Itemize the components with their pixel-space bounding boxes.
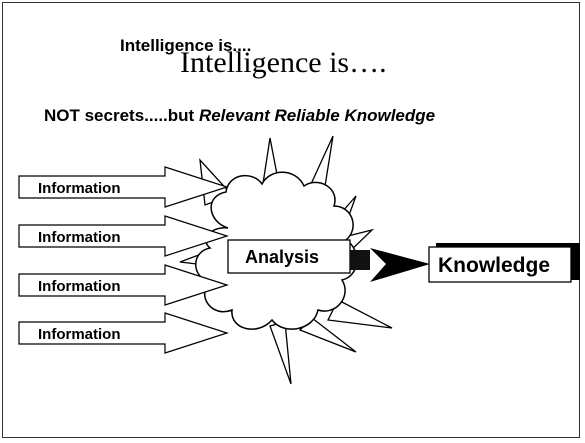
subtitle: NOT secrets.....but Relevant Reliable Kn… bbox=[44, 106, 435, 126]
input-label: Information bbox=[38, 180, 121, 197]
input-arrow bbox=[18, 312, 229, 354]
title-large: Intelligence is…. bbox=[180, 46, 387, 79]
analysis-label: Analysis bbox=[245, 247, 319, 267]
input-label: Information bbox=[38, 326, 121, 343]
input-label: Information bbox=[38, 278, 121, 295]
input-arrow bbox=[18, 166, 229, 208]
input-arrow bbox=[18, 264, 229, 306]
input-arrows bbox=[18, 166, 229, 354]
subtitle-emphasis: Relevant Reliable Knowledge bbox=[198, 106, 436, 125]
input-arrow bbox=[18, 215, 229, 257]
analysis-box bbox=[227, 239, 351, 274]
input-label: Information bbox=[38, 229, 121, 246]
slide-frame bbox=[2, 2, 580, 438]
subtitle-lead: NOT secrets.....but bbox=[44, 106, 195, 125]
title-small: Intelligence is.... bbox=[120, 36, 252, 55]
output-arrow-icon bbox=[370, 248, 430, 282]
connector-block bbox=[350, 250, 370, 270]
knowledge-label: Knowledge bbox=[438, 254, 550, 277]
spike bbox=[269, 321, 292, 385]
knowledge-box bbox=[428, 246, 572, 283]
